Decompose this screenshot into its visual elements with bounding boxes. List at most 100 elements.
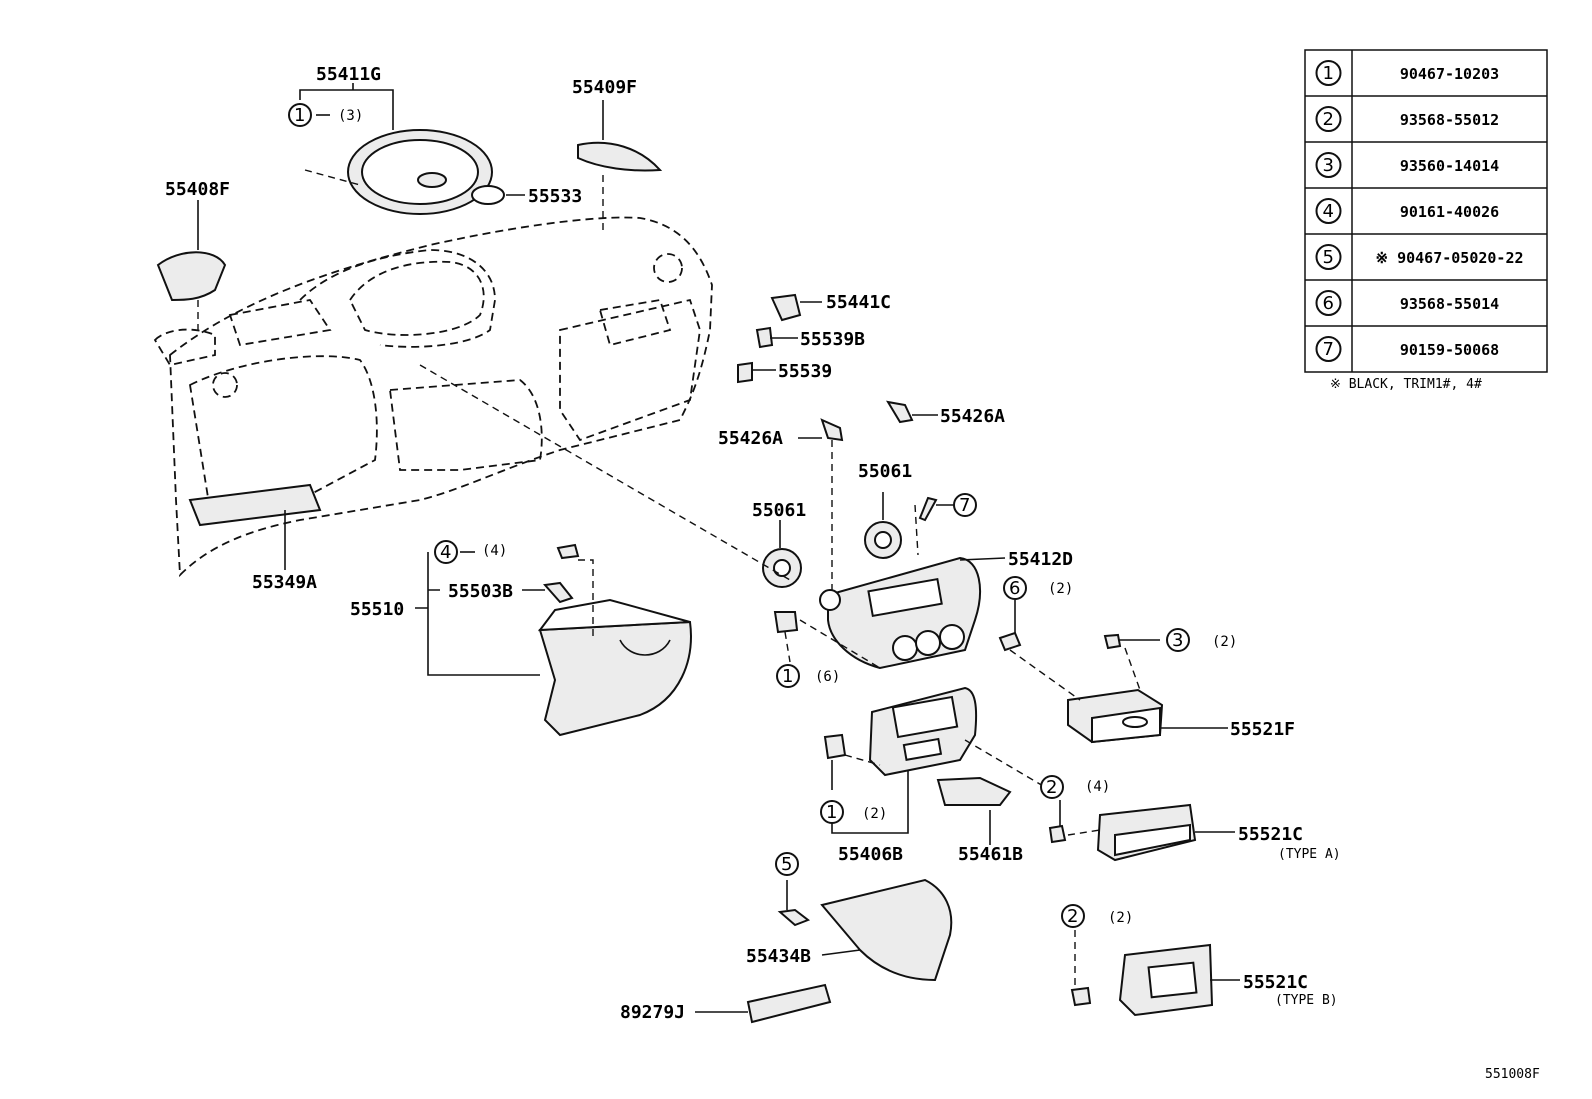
table-row-part-number: ※ 90467-05020-22	[1375, 249, 1523, 267]
label-55408F: 55408F	[165, 179, 230, 200]
table-row-number: 4	[1323, 201, 1334, 222]
table-row-number-circle	[1315, 336, 1342, 362]
callout-1-top: 1 (3)	[288, 103, 363, 127]
table-row-number: 6	[1323, 293, 1334, 314]
screw-2-mid	[1048, 824, 1067, 844]
callout-qty: (6)	[815, 669, 840, 685]
callout-7: 7	[936, 493, 977, 517]
plate-89279J	[746, 983, 832, 1024]
bracket-55426A-right	[886, 400, 914, 424]
plug-55533	[471, 185, 505, 205]
knob-55061-right	[864, 521, 902, 559]
screw-2-low	[1070, 986, 1092, 1007]
instrument-panel-drawing	[153, 216, 713, 578]
clip-55441C	[770, 293, 802, 322]
glove-box-55510	[537, 598, 692, 737]
table-row-number-circle	[1315, 198, 1342, 224]
table-row-part-number: 93568-55014	[1400, 295, 1499, 313]
screw-6	[998, 631, 1022, 652]
callout-number: 2	[1067, 906, 1078, 927]
label-55521C-type-b: 55521C	[1243, 972, 1308, 993]
table-row-part-number: 90159-50068	[1400, 341, 1499, 359]
screw-5	[777, 908, 811, 927]
table-footnote: ※ BLACK, TRIM1#, 4#	[1330, 377, 1482, 392]
table-row-part-number: 93560-14014	[1400, 157, 1499, 175]
pocket-55521C-type-b	[1118, 943, 1214, 1017]
callouts: 1 (3) 4 (4) 7 6 (2) 3 (2) 1 (6)	[288, 103, 1237, 928]
callout-number: 4	[440, 542, 451, 563]
table-row-number: 3	[1323, 155, 1334, 176]
label-55061-right: 55061	[858, 461, 912, 482]
table-row-number: 1	[1323, 63, 1334, 84]
part-labels: 55411G 55409F 55408F 55533 55441C 55539B…	[165, 64, 1540, 1082]
pocket-55521F	[1067, 688, 1164, 744]
callout-qty: (4)	[1085, 779, 1110, 795]
bezel-55406B	[868, 686, 978, 777]
callout-2-low: 2 (2)	[1061, 904, 1133, 928]
note-type-b: (TYPE B)	[1275, 993, 1338, 1008]
cover-55408F	[156, 251, 227, 302]
label-55539: 55539	[778, 361, 832, 382]
clip-55539	[737, 361, 753, 384]
table-row-part-number: 90467-10203	[1400, 65, 1499, 83]
clip-1-low	[823, 733, 847, 760]
label-55426A-left: 55426A	[718, 428, 783, 449]
label-55061-left: 55061	[752, 500, 806, 521]
diagram-id: 551008F	[1485, 1067, 1540, 1082]
bracket-55426A-left	[820, 418, 844, 442]
clip-55539B	[755, 326, 774, 349]
table-row-number-circle	[1315, 106, 1342, 132]
bolt-55503B	[543, 581, 574, 604]
callout-number: 3	[1172, 630, 1183, 651]
label-55461B: 55461B	[958, 844, 1023, 865]
clip-1-mid	[773, 611, 799, 634]
callout-5: 5	[775, 852, 799, 876]
label-55406B: 55406B	[838, 844, 903, 865]
callout-qty: (2)	[1108, 910, 1133, 926]
label-55510: 55510	[350, 599, 404, 620]
callout-number: 2	[1046, 777, 1057, 798]
callout-number: 1	[826, 802, 837, 823]
label-55533: 55533	[528, 186, 582, 207]
callout-number: 6	[1009, 578, 1020, 599]
callout-2-mid: 2 (4)	[1040, 775, 1110, 799]
screw-3	[1103, 633, 1122, 650]
callout-qty: (3)	[338, 108, 363, 124]
label-55521F: 55521F	[1230, 719, 1295, 740]
knob-55061-left	[762, 548, 802, 588]
clip-55409F	[577, 141, 663, 172]
table-row-part-number: 93568-55012	[1400, 111, 1499, 129]
callout-number: 5	[781, 854, 792, 875]
table-row-number-circle	[1315, 290, 1342, 316]
label-55349A: 55349A	[252, 572, 317, 593]
table-row-number-circle	[1315, 152, 1342, 178]
label-55434B: 55434B	[746, 946, 811, 967]
center-cluster-panel-55412D	[819, 556, 981, 670]
meter-hood-55411G	[347, 129, 493, 215]
callout-qty: (2)	[1212, 634, 1237, 650]
callout-1-mid: 1 (6)	[776, 664, 840, 688]
table-row-number: 7	[1323, 339, 1334, 360]
label-55411G: 55411G	[316, 64, 381, 85]
tray-55461B	[936, 776, 1012, 806]
callout-number: 1	[782, 666, 793, 687]
cover-55434B	[820, 878, 953, 982]
table-row-part-number: 90161-40026	[1400, 203, 1499, 221]
callout-number: 7	[959, 495, 970, 516]
label-55521C-type-a: 55521C	[1238, 824, 1303, 845]
callout-qty: (2)	[862, 806, 887, 822]
table-row-number-circle	[1315, 244, 1342, 270]
label-55441C: 55441C	[826, 292, 891, 313]
callout-4: 4 (4)	[434, 540, 507, 564]
callout-3: 3 (2)	[1166, 628, 1237, 652]
callout-qty: (4)	[482, 543, 507, 559]
screw-4	[556, 543, 580, 560]
callout-6: 6 (2)	[1003, 576, 1073, 600]
callout-number: 1	[294, 105, 305, 126]
pocket-55521C-type-a	[1096, 803, 1197, 862]
callout-1-low: 1 (2)	[820, 800, 887, 824]
label-55503B: 55503B	[448, 581, 513, 602]
